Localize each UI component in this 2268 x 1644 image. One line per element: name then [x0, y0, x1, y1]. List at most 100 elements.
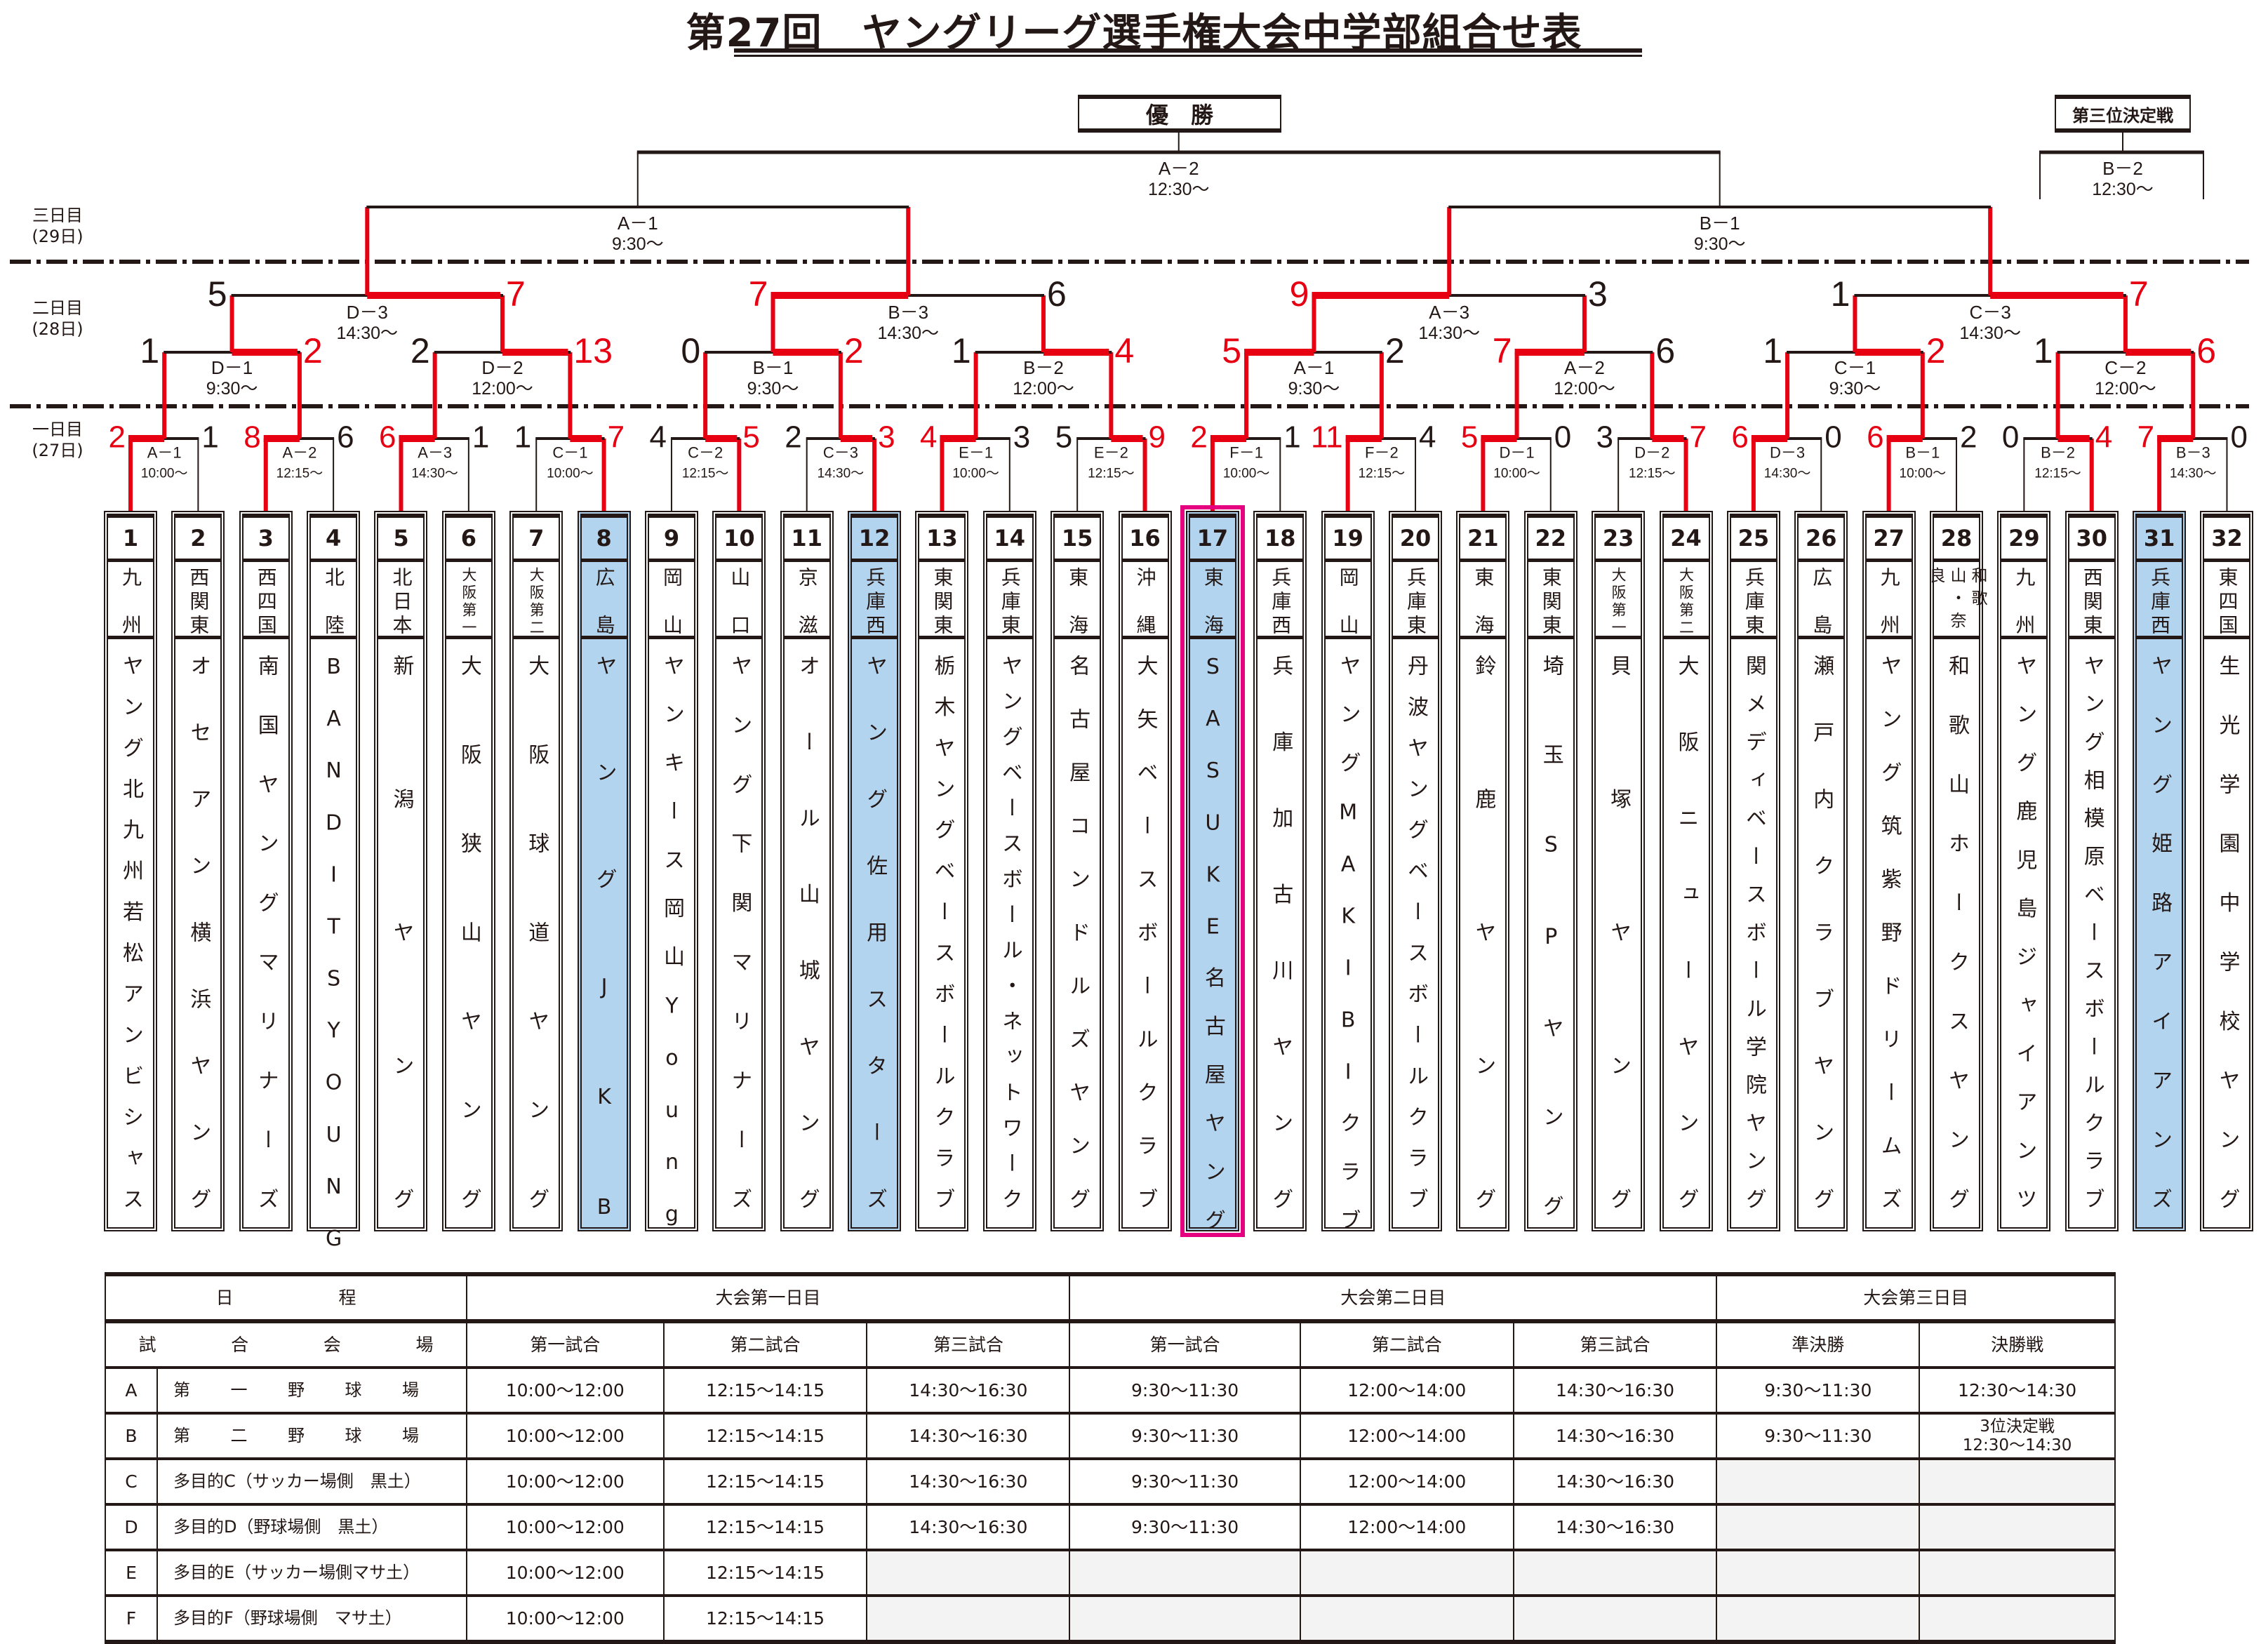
team-name: ヤングベースボール・ネットワーク: [997, 655, 1022, 1224]
match-label: E－1: [959, 444, 993, 462]
match-label: C－1: [552, 444, 587, 462]
team-column: 9 岡山 ヤンキース岡山Young: [644, 511, 698, 1254]
team-name-cell: SASUKE名古屋ヤング: [1190, 639, 1235, 1257]
team-region-cell: 大阪第二: [1663, 562, 1709, 639]
match-label: A－2: [282, 444, 316, 462]
team-name: ヤング鹿児島ジャイアンツ: [2012, 655, 2037, 1237]
team-region-cell: 東海: [1055, 562, 1100, 662]
team-region-cell: 九州: [108, 562, 153, 662]
match-time: 12:15〜: [682, 467, 729, 481]
team-number: 8: [581, 515, 627, 562]
team-column: 26 広島 瀬戸内クラブヤング: [1794, 511, 1848, 1255]
team-column: 28 和歌山・奈良 和歌山ホークスヤング: [1926, 511, 1987, 1248]
team-name: 栃木ヤングベースボールクラブ: [930, 655, 955, 1229]
team-number: 27: [1866, 515, 1912, 562]
empty-cell: [1919, 1594, 2116, 1643]
team-name: 瀬戸内クラブヤング: [1809, 655, 1834, 1255]
team-number: 19: [1325, 515, 1370, 562]
time-cell: 14:30〜16:30: [866, 1503, 1071, 1551]
venue-code: C: [105, 1457, 158, 1505]
game-slot-header: 決勝戦: [1919, 1319, 2116, 1368]
game-slot-header: 第一試合: [1069, 1319, 1301, 1368]
match-label: A－3: [1429, 302, 1469, 323]
score-left: 2: [1190, 420, 1207, 455]
team-region: 東海: [1472, 567, 1495, 662]
venue-code: F: [105, 1594, 158, 1643]
team-number: 2: [175, 515, 221, 562]
score-left: 1: [514, 420, 531, 455]
time-cell: 14:30〜16:30: [1512, 1457, 1718, 1505]
score-left: 2: [109, 420, 126, 455]
team-name: ヤングMAKIBIクラブ: [1335, 655, 1361, 1258]
team-column: 22 東関東 埼玉SPヤング: [1523, 511, 1577, 1284]
match-label: D－3: [1770, 444, 1805, 462]
score-left: 0: [2002, 420, 2019, 455]
score-right: 7: [608, 420, 625, 455]
team-column: 24 大阪第二 大阪ニューヤング: [1659, 511, 1713, 1264]
match-label: C－3: [823, 444, 858, 462]
game-slot-header: 準決勝: [1716, 1319, 1921, 1368]
team-name-cell: ヤンキース岡山Young: [649, 639, 694, 1254]
team-region-cell: 和歌山・奈良: [1926, 562, 1987, 639]
team-region-cell: 大阪第一: [446, 562, 491, 639]
venue-code: A: [105, 1366, 158, 1414]
match-label: B－1: [1700, 213, 1740, 234]
team-region: 広島: [1810, 567, 1834, 662]
time-cell: 10:00〜12:00: [465, 1366, 665, 1414]
team-number: 14: [987, 515, 1032, 562]
match-label: A－3: [418, 444, 452, 462]
match-time: 10:00〜: [141, 467, 188, 481]
venue-code: E: [105, 1549, 158, 1596]
team-region-cell: 九州: [2001, 562, 2047, 662]
score-right: 2: [1960, 420, 1977, 455]
time-cell: 10:00〜12:00: [465, 1412, 665, 1459]
score-left: 0: [681, 331, 700, 370]
team-name-cell: ヤングJKB: [582, 639, 627, 1305]
venue-name: 多目的D（野球場側 黒土）: [156, 1503, 467, 1551]
time-cell: 12:00〜14:00: [1299, 1412, 1514, 1459]
team-name: 大阪狭山ヤング: [456, 655, 481, 1277]
team-name-cell: 鈴鹿ヤング: [1460, 639, 1505, 1321]
match-label: A－1: [1294, 357, 1335, 378]
match-time: 12:15〜: [1629, 467, 1676, 481]
team-name: 大阪球道ヤング: [524, 655, 549, 1277]
team-column: 32 東四国 生光学園中学校ヤング: [2200, 511, 2254, 1247]
match-label: A－1: [147, 444, 182, 462]
schedule-header: 日程: [105, 1274, 467, 1322]
time-cell: 9:30〜11:30: [1069, 1412, 1301, 1459]
match-label: B－1: [753, 357, 794, 378]
match-time: 10:00〜: [547, 467, 594, 481]
game-slot-header: 第一試合: [465, 1319, 665, 1368]
team-name-cell: ヤングベースボール・ネットワーク: [987, 639, 1032, 1227]
team-column: 5 北日本 新潟ヤング: [374, 511, 428, 1321]
match-time: 12:00〜: [472, 379, 533, 399]
score-left: 5: [208, 274, 227, 314]
score-left: 1: [952, 331, 971, 370]
team-number: 12: [852, 515, 898, 562]
team-name: 和歌山ホークスヤング: [1944, 655, 1969, 1248]
day-label: 二日目: [32, 298, 83, 318]
game-slot-header: 第三試合: [866, 1319, 1071, 1368]
match-time: 14:30〜: [1418, 323, 1480, 343]
venue-name-cell: 第二野球場: [156, 1412, 467, 1459]
venue-code: D: [105, 1503, 158, 1551]
match-time: 12:30〜: [2092, 180, 2154, 199]
team-column: 17 東海 SASUKE名古屋ヤング: [1180, 505, 1245, 1257]
team-number: 23: [1596, 515, 1641, 562]
team-name-cell: 瀬戸内クラブヤング: [1799, 639, 1843, 1255]
match-label: E－2: [1094, 444, 1128, 462]
team-region-cell: 北陸: [311, 562, 356, 662]
match-label: B－2: [2102, 158, 2143, 179]
score-right: 3: [878, 420, 895, 455]
team-name-cell: 関メディベースボール学院ヤング: [1731, 639, 1776, 1227]
time-cell: 12:15〜14:15: [662, 1594, 868, 1643]
team-number: 30: [2069, 515, 2114, 562]
score-left: 11: [1311, 420, 1343, 455]
team-region-cell: 東関東: [919, 562, 965, 639]
score-left: 5: [1461, 420, 1478, 455]
score-right: 3: [1588, 274, 1608, 314]
empty-cell: [1919, 1503, 2116, 1551]
score-left: 4: [920, 420, 937, 455]
match-label: B－1: [1905, 444, 1940, 462]
score-right: 0: [1554, 420, 1571, 455]
